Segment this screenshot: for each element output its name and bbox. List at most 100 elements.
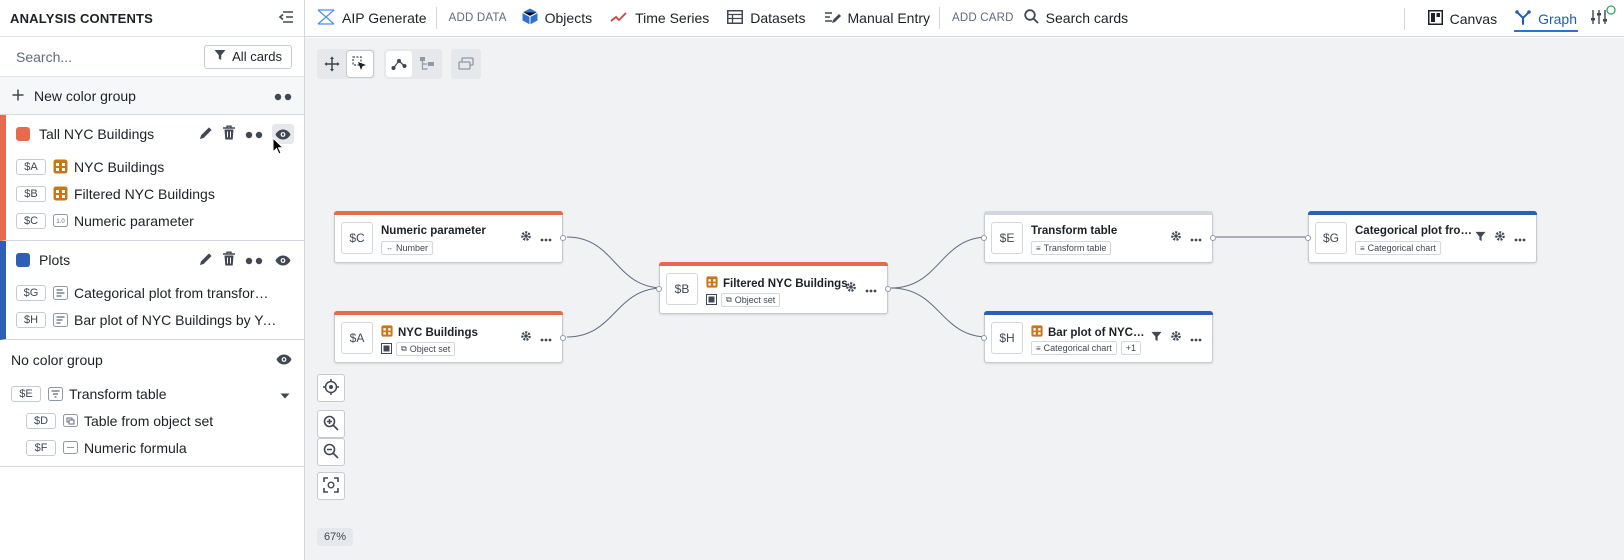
- building-icon: [52, 186, 68, 202]
- zoom-in-icon: [323, 415, 339, 434]
- node-type-label: Transform table: [1043, 243, 1107, 253]
- search-cards-input[interactable]: [16, 48, 186, 65]
- gear-icon[interactable]: [1170, 229, 1182, 245]
- list-item[interactable]: $F Numeric formula: [0, 434, 304, 461]
- node-title: Transform table: [1031, 225, 1117, 237]
- more-options-icon[interactable]: [274, 88, 292, 104]
- collapse-panel-icon[interactable]: [278, 10, 294, 27]
- more-options-icon[interactable]: [245, 252, 263, 268]
- object-set-icon: ⧉: [401, 344, 407, 353]
- output-port[interactable]: [1210, 235, 1216, 241]
- edit-pencil-icon[interactable]: [199, 126, 213, 143]
- gear-icon[interactable]: [1494, 229, 1506, 245]
- list-item[interactable]: $D Table from object set: [0, 407, 304, 434]
- list-item[interactable]: $C 1.0 Numeric parameter: [6, 207, 304, 234]
- trash-icon[interactable]: [222, 251, 236, 269]
- node-color-bar: [659, 262, 888, 266]
- zoom-out-button[interactable]: [317, 438, 345, 466]
- graph-node-nyc-buildings[interactable]: $A NYC Buildings ⧉Object set: [334, 311, 566, 363]
- card-label: Filtered NYC Buildings: [74, 185, 215, 202]
- trash-icon[interactable]: [222, 125, 236, 143]
- select-tool-button[interactable]: [347, 51, 373, 77]
- group-color-swatch[interactable]: [16, 127, 30, 141]
- number-icon: ↔: [386, 244, 393, 252]
- group-header[interactable]: Tall NYC Buildings: [6, 115, 304, 153]
- more-horizontal-icon[interactable]: [1190, 329, 1202, 345]
- graph-node-numeric-parameter[interactable]: $C Numeric parameter ↔Number: [334, 211, 566, 263]
- card-variable-tag: $B: [16, 185, 46, 202]
- search-cards-button[interactable]: Search cards: [1020, 0, 1137, 37]
- node-variable: $G: [1315, 222, 1347, 254]
- more-horizontal-icon[interactable]: [1190, 229, 1202, 245]
- manual-entry-button[interactable]: Manual Entry: [815, 0, 939, 37]
- graph-layout-button[interactable]: [386, 51, 412, 77]
- tab-graph[interactable]: Graph: [1506, 0, 1586, 37]
- more-horizontal-icon[interactable]: [540, 329, 552, 345]
- no-color-group: No color group $E Transform table $D Tab…: [0, 340, 304, 467]
- recenter-button[interactable]: [317, 374, 345, 402]
- edge-c-to-b: [566, 236, 664, 289]
- tab-canvas[interactable]: Canvas: [1419, 0, 1506, 37]
- aip-generate-button[interactable]: AIP Generate: [305, 0, 436, 37]
- more-horizontal-icon[interactable]: [540, 229, 552, 245]
- graph-fork-icon: [1515, 9, 1531, 28]
- visibility-eye-icon[interactable]: [276, 352, 292, 368]
- list-item[interactable]: $B Filtered NYC Buildings: [6, 180, 304, 207]
- zoom-in-button[interactable]: [317, 410, 345, 438]
- manual-entry-label: Manual Entry: [847, 10, 930, 26]
- all-cards-filter-button[interactable]: All cards: [204, 44, 292, 69]
- add-card-section-label: ADD CARD: [952, 12, 1014, 24]
- node-title-text: Transform table: [1031, 225, 1118, 237]
- list-item[interactable]: $H Bar plot of NYC Buildings by Year ...: [6, 306, 304, 333]
- filter-icon[interactable]: [1151, 329, 1162, 345]
- graph-tab-label: Graph: [1538, 10, 1577, 27]
- more-horizontal-icon[interactable]: [1514, 229, 1526, 245]
- gear-icon[interactable]: [845, 280, 857, 296]
- gear-icon[interactable]: [520, 329, 532, 345]
- card-label: Bar plot of NYC Buildings by Year ...: [74, 311, 279, 328]
- node-color-bar: [1308, 211, 1537, 215]
- pan-tool-button[interactable]: [319, 51, 345, 77]
- caret-down-icon[interactable]: [280, 386, 290, 402]
- new-color-group-row[interactable]: New color group: [0, 77, 304, 115]
- group-color-swatch[interactable]: [16, 253, 30, 267]
- time-series-button[interactable]: Time Series: [601, 0, 718, 37]
- graph-node-filtered-nyc-buildings[interactable]: $B Filtered NYC Buildings ⧉Object set: [656, 262, 891, 314]
- toolbar-divider: [1403, 7, 1405, 30]
- output-port[interactable]: [560, 235, 566, 241]
- manual-entry-icon: [824, 10, 841, 27]
- graph-canvas[interactable]: $C Numeric parameter ↔Number $A NYC Buil…: [305, 38, 1624, 560]
- more-options-icon[interactable]: [245, 126, 263, 142]
- stack-cards-button[interactable]: [453, 51, 479, 77]
- input-port[interactable]: [981, 235, 987, 241]
- list-item[interactable]: $A NYC Buildings: [6, 153, 304, 180]
- graph-node-categorical-plot[interactable]: $G Categorical plot from tra... ≡Categor…: [1305, 211, 1537, 263]
- output-port[interactable]: [885, 286, 891, 292]
- plus-icon: [12, 88, 24, 104]
- graph-node-bar-plot[interactable]: $H Bar plot of NYC Build... ≡Categorical…: [981, 311, 1213, 363]
- graph-node-transform-table[interactable]: $E Transform table ≡Transform table: [981, 211, 1216, 263]
- input-port[interactable]: [1305, 235, 1311, 241]
- more-horizontal-icon[interactable]: [865, 280, 877, 296]
- filter-icon[interactable]: [1475, 229, 1486, 245]
- output-port[interactable]: [560, 335, 566, 341]
- list-item[interactable]: $G Categorical plot from transform t...: [6, 279, 304, 306]
- tree-layout-button[interactable]: [414, 51, 440, 77]
- datasets-button[interactable]: Datasets: [718, 0, 814, 37]
- visibility-eye-icon[interactable]: [272, 250, 294, 270]
- settings-sliders-button[interactable]: [1586, 0, 1624, 37]
- mouse-cursor-icon: [272, 136, 285, 158]
- group-header[interactable]: Plots: [6, 241, 304, 279]
- aip-generate-label: AIP Generate: [342, 10, 427, 26]
- input-port[interactable]: [981, 335, 987, 341]
- fit-to-view-button[interactable]: [317, 472, 345, 500]
- gear-icon[interactable]: [1170, 329, 1182, 345]
- edit-pencil-icon[interactable]: [199, 252, 213, 269]
- formula-icon: [62, 440, 78, 456]
- group-header[interactable]: No color group: [0, 340, 304, 380]
- list-item[interactable]: $E Transform table: [0, 380, 304, 407]
- objects-button[interactable]: Objects: [513, 0, 601, 37]
- input-port[interactable]: [656, 286, 662, 292]
- gear-icon[interactable]: [520, 229, 532, 245]
- visibility-eye-icon[interactable]: [272, 124, 294, 144]
